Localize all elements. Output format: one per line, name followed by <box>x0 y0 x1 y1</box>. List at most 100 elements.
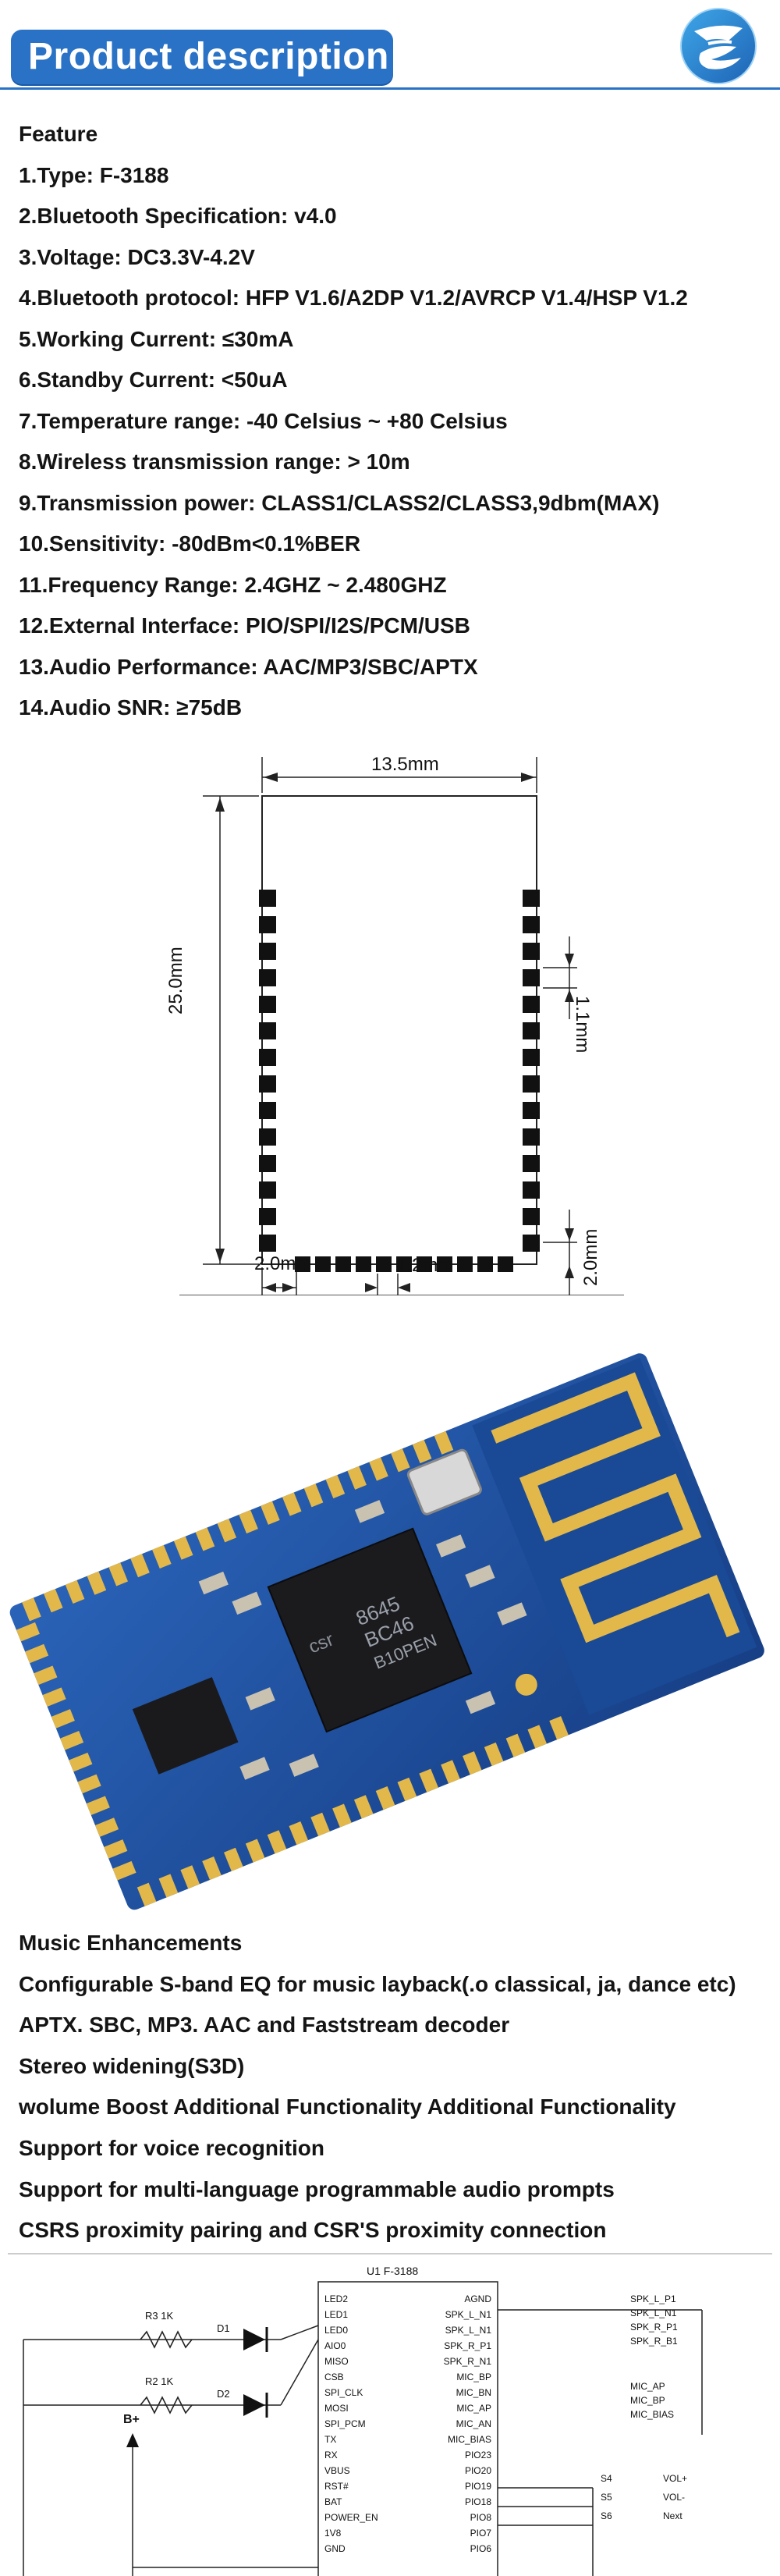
passive-component <box>436 1534 466 1558</box>
pad-bottom <box>498 1256 513 1272</box>
pad-left <box>259 1208 276 1225</box>
pad-left <box>259 1235 276 1252</box>
pcb-pad-top <box>325 1475 346 1499</box>
pcb-pad-top <box>412 1440 432 1464</box>
schem-left-pin: LED0 <box>324 2325 348 2336</box>
schem-left-pin: GND <box>324 2543 346 2554</box>
pcb-pad-top <box>130 1554 150 1578</box>
pcb-pad-top <box>347 1466 367 1490</box>
supply-arrow <box>126 2433 139 2447</box>
schem-right-pin: SPK_R_N1 <box>444 2356 492 2367</box>
schem-left-pin: CSB <box>324 2372 344 2382</box>
pad-right <box>523 1075 540 1093</box>
pcb-pad-top <box>261 1501 280 1525</box>
dim-margin-left-label: 2.0mm <box>254 1253 312 1274</box>
passive-component <box>465 1565 495 1588</box>
schem-left-pin: RST# <box>324 2481 349 2492</box>
schem-right-pin: PIO7 <box>470 2528 492 2539</box>
feature-item: 7.Temperature range: -40 Celsius ~ +80 C… <box>19 408 508 433</box>
feature-item: 3.Voltage: DC3.3V-4.2V <box>19 244 255 269</box>
schem-right-pin: SPK_R_P1 <box>444 2340 491 2351</box>
feature-item: 11.Frequency Range: 2.4GHZ ~ 2.480GHZ <box>19 572 447 597</box>
pcb-pad-top <box>217 1519 237 1543</box>
schem-right-pin: AGND <box>464 2294 491 2304</box>
pcb-pad-top <box>282 1492 302 1516</box>
schem-mic-label: MIC_AP <box>630 2381 665 2392</box>
pad-left <box>259 1075 276 1093</box>
pad-right <box>523 969 540 986</box>
feature-item: 5.Working Current: ≤30mA <box>19 326 294 351</box>
schem-diode-label: D2 <box>217 2388 230 2400</box>
schem-left-pin: BAT <box>324 2496 342 2507</box>
pad-right <box>523 1235 540 1252</box>
antenna-trace <box>491 1372 740 1643</box>
schem-switch-id: S5 <box>601 2492 612 2503</box>
schematic-svg: LED2LED1LED0AIO0MISOCSBSPI_CLKMOSISPI_PC… <box>8 2253 772 2576</box>
pad-right <box>523 996 540 1013</box>
schem-switch-label: VOL- <box>663 2492 685 2503</box>
pad-right <box>523 1049 540 1066</box>
dim-margin-bottom-label: 2.0mm <box>580 1228 601 1286</box>
main-chip <box>267 1527 473 1733</box>
schem-left-pin: MOSI <box>324 2403 349 2414</box>
pcb-pad-bottom <box>158 1874 179 1898</box>
pcb-pad-bottom <box>332 1803 352 1828</box>
pad-bottom <box>437 1256 452 1272</box>
pcb-pad-bottom <box>441 1760 460 1784</box>
schem-left-pin: TX <box>324 2434 336 2445</box>
amp-chip <box>132 1677 239 1775</box>
feature-item: 10.Sensitivity: -80dBm<0.1%BER <box>19 531 361 556</box>
pcb-pad-top <box>303 1483 324 1508</box>
pcb-pad-top <box>195 1527 215 1551</box>
pcb-pad-bottom <box>180 1865 200 1889</box>
pcb-illustration: 8645 BC46 B10PEN csr <box>9 1353 764 1910</box>
schem-right-pin: MIC_BN <box>456 2387 491 2398</box>
feature-item: 1.Type: F-3188 <box>19 162 169 187</box>
schem-left-pin: LED2 <box>324 2294 348 2304</box>
pad-right <box>523 1102 540 1119</box>
schem-right-pin: SPK_L_N1 <box>445 2309 492 2320</box>
pad-bottom <box>417 1256 432 1272</box>
schem-supply-label: B+ <box>123 2413 140 2426</box>
page-title: Product description <box>11 30 393 84</box>
music-item: Stereo widening(S3D) <box>19 2053 245 2078</box>
pcb-pad-top <box>434 1430 454 1455</box>
pcb-pad-top <box>369 1457 388 1481</box>
pcb-pad-bottom <box>527 1725 548 1749</box>
pcb-pad-bottom <box>462 1751 482 1775</box>
schem-left-pin: LED1 <box>324 2309 348 2320</box>
pcb-pad-top <box>173 1536 193 1560</box>
pad-bottom <box>356 1256 371 1272</box>
pad-left <box>259 1049 276 1066</box>
music-item: APTX. SBC, MP3. AAC and Faststream decod… <box>19 2013 510 2038</box>
pcb-pad-top <box>152 1544 172 1569</box>
pad-left <box>259 1128 276 1146</box>
pcb-pad-top <box>87 1571 107 1595</box>
feature-item: 8.Wireless transmission range: > 10m <box>19 449 410 474</box>
schem-right-pin: PIO8 <box>470 2512 492 2523</box>
feature-item: 14.Audio SNR: ≥75dB <box>19 695 243 720</box>
pcb-pad-bottom <box>267 1830 287 1854</box>
pad-left <box>259 916 276 933</box>
schem-left-pin: RX <box>324 2450 338 2461</box>
feature-heading: Feature <box>19 122 98 146</box>
passive-component <box>354 1500 385 1523</box>
schem-spk-label: SPK_R_B1 <box>630 2336 678 2347</box>
pcb-pad-bottom <box>505 1733 526 1757</box>
schem-right-pin: PIO20 <box>465 2465 491 2476</box>
pcb-pad-left <box>69 1752 93 1772</box>
pad-bottom <box>477 1256 493 1272</box>
pcb-pad-bottom <box>245 1839 265 1863</box>
pad-left <box>259 1181 276 1199</box>
feature-item: 2.Bluetooth Specification: v4.0 <box>19 204 337 228</box>
passive-component <box>198 1571 229 1595</box>
resistor-r2 <box>140 2396 193 2414</box>
feature-item: 12.External Interface: PIO/SPI/I2S/PCM/U… <box>19 613 470 638</box>
schem-resistor-label: R2 1K <box>145 2375 174 2387</box>
pad-left <box>259 1155 276 1172</box>
schem-right-pin: PIO18 <box>465 2496 491 2507</box>
schem-spk-label: SPK_R_P1 <box>630 2322 678 2333</box>
schem-right-pin: PIO6 <box>470 2543 492 2554</box>
dimension-drawing: 13.5mm 25.0mm 1.1mm 2.0mm 2.0mm 1.2mm <box>165 749 640 1296</box>
pcb-pad-bottom <box>310 1812 330 1836</box>
